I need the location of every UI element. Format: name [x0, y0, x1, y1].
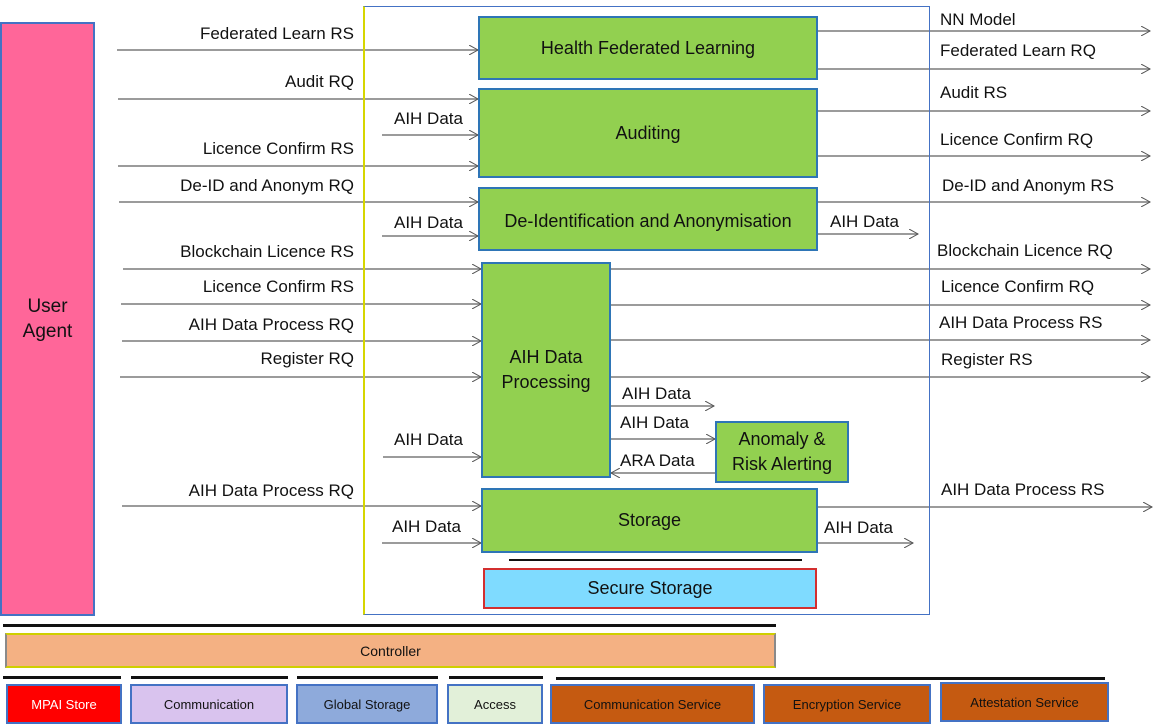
output-label-aih-data-process-rs: AIH Data Process RS: [939, 313, 1103, 332]
storage-divider: [509, 559, 802, 561]
input-label-register-rq: Register RQ: [260, 349, 354, 368]
anomaly-label-1: Anomaly &: [738, 429, 826, 449]
input-label-licence-confirm-rs-2: Licence Confirm RS: [202, 277, 354, 296]
service-label: Encryption Service: [792, 696, 902, 712]
input-label-blockchain-licence-rs: Blockchain Licence RS: [180, 242, 354, 261]
anomaly-risk-alerting-block: Anomaly & Risk Alerting: [715, 421, 849, 483]
service-communication: Communication: [130, 684, 288, 724]
output-label-audit-rs: Audit RS: [940, 83, 1008, 102]
output-label-blockchain-licence-rq: Blockchain Licence RQ: [937, 241, 1113, 260]
label-ara-data: ARA Data: [620, 451, 695, 470]
aih-container: [363, 6, 930, 615]
auditing-block: Auditing: [478, 88, 818, 178]
secure-storage-label: Secure Storage: [587, 578, 713, 598]
anomaly-label-2: Risk Alerting: [731, 454, 833, 474]
secure-storage-block: Secure Storage: [483, 568, 817, 609]
output-label-federated-learn-rq: Federated Learn RQ: [940, 41, 1096, 60]
user-agent-label-1: User: [27, 296, 68, 317]
deidentification-block: De-Identification and Anonymisation: [478, 187, 818, 251]
service-mpai-store: MPAI Store: [6, 684, 122, 724]
service-label: Communication: [163, 696, 255, 712]
input-label-federated-learn-rs: Federated Learn RS: [199, 24, 354, 43]
label-aih-data-to-anomaly: AIH Data: [620, 413, 689, 432]
output-label-licence-confirm-rq-2: Licence Confirm RQ: [941, 277, 1095, 296]
input-label-deid-rq: De-ID and Anonym RQ: [180, 176, 354, 195]
user-agent-label-2: Agent: [22, 321, 73, 342]
service-divider-1: [3, 676, 121, 679]
label-aih-data-from-deid: AIH Data: [830, 212, 899, 231]
health-federated-learning-block: Health Federated Learning: [478, 16, 818, 80]
aih-data-processing-block: AIH Data Processing: [481, 262, 611, 478]
health-federated-learning-label: Health Federated Learning: [540, 37, 756, 58]
service-encryption-service: Encryption Service: [763, 684, 931, 724]
storage-label: Storage: [617, 510, 682, 530]
input-label-aih-data-process-rq: AIH Data Process RQ: [188, 315, 354, 334]
service-divider-4: [449, 676, 543, 679]
aih-data-processing-label-2: Processing: [501, 372, 591, 392]
service-label: Access: [474, 696, 516, 712]
service-label: Attestation Service: [970, 694, 1079, 710]
output-label-deid-rs: De-ID and Anonym RS: [942, 176, 1114, 195]
output-label-aih-data-process-rs-2: AIH Data Process RS: [941, 480, 1105, 499]
aih-data-processing-label-1: AIH Data: [509, 347, 583, 367]
label-aih-data-out-processing: AIH Data: [622, 384, 691, 403]
label-aih-data-storage: AIH Data: [392, 517, 461, 536]
service-global-storage: Global Storage: [296, 684, 438, 724]
service-access: Access: [447, 684, 543, 724]
service-divider-2: [131, 676, 288, 679]
label-aih-data-deid: AIH Data: [394, 213, 463, 232]
service-divider-3: [297, 676, 438, 679]
service-label: Global Storage: [323, 696, 411, 712]
controller-divider: [3, 624, 776, 627]
user-agent-block: User Agent: [0, 22, 95, 616]
output-label-register-rs: Register RS: [941, 350, 1033, 369]
output-label-licence-confirm-rq-1: Licence Confirm RQ: [940, 130, 1094, 149]
service-divider-5: [556, 677, 1105, 680]
service-communication-service: Communication Service: [550, 684, 755, 724]
input-label-licence-confirm-rs-1: Licence Confirm RS: [202, 139, 354, 158]
label-aih-data-from-storage: AIH Data: [824, 518, 893, 537]
service-label: MPAI Store: [31, 696, 97, 712]
deidentification-label: De-Identification and Anonymisation: [504, 211, 792, 231]
label-aih-data-auditing: AIH Data: [394, 109, 463, 128]
label-aih-data-processing: AIH Data: [394, 430, 463, 449]
input-label-audit-rq: Audit RQ: [285, 72, 354, 91]
auditing-label: Auditing: [615, 122, 681, 143]
service-label: Communication Service: [583, 696, 722, 712]
storage-block: Storage: [481, 488, 818, 553]
service-attestation-service: Attestation Service: [940, 682, 1109, 722]
controller-block: Controller: [5, 633, 776, 668]
input-label-aih-data-process-rq-2: AIH Data Process RQ: [188, 481, 354, 500]
output-label-nn-model: NN Model: [940, 10, 1016, 29]
controller-label: Controller: [360, 642, 421, 659]
